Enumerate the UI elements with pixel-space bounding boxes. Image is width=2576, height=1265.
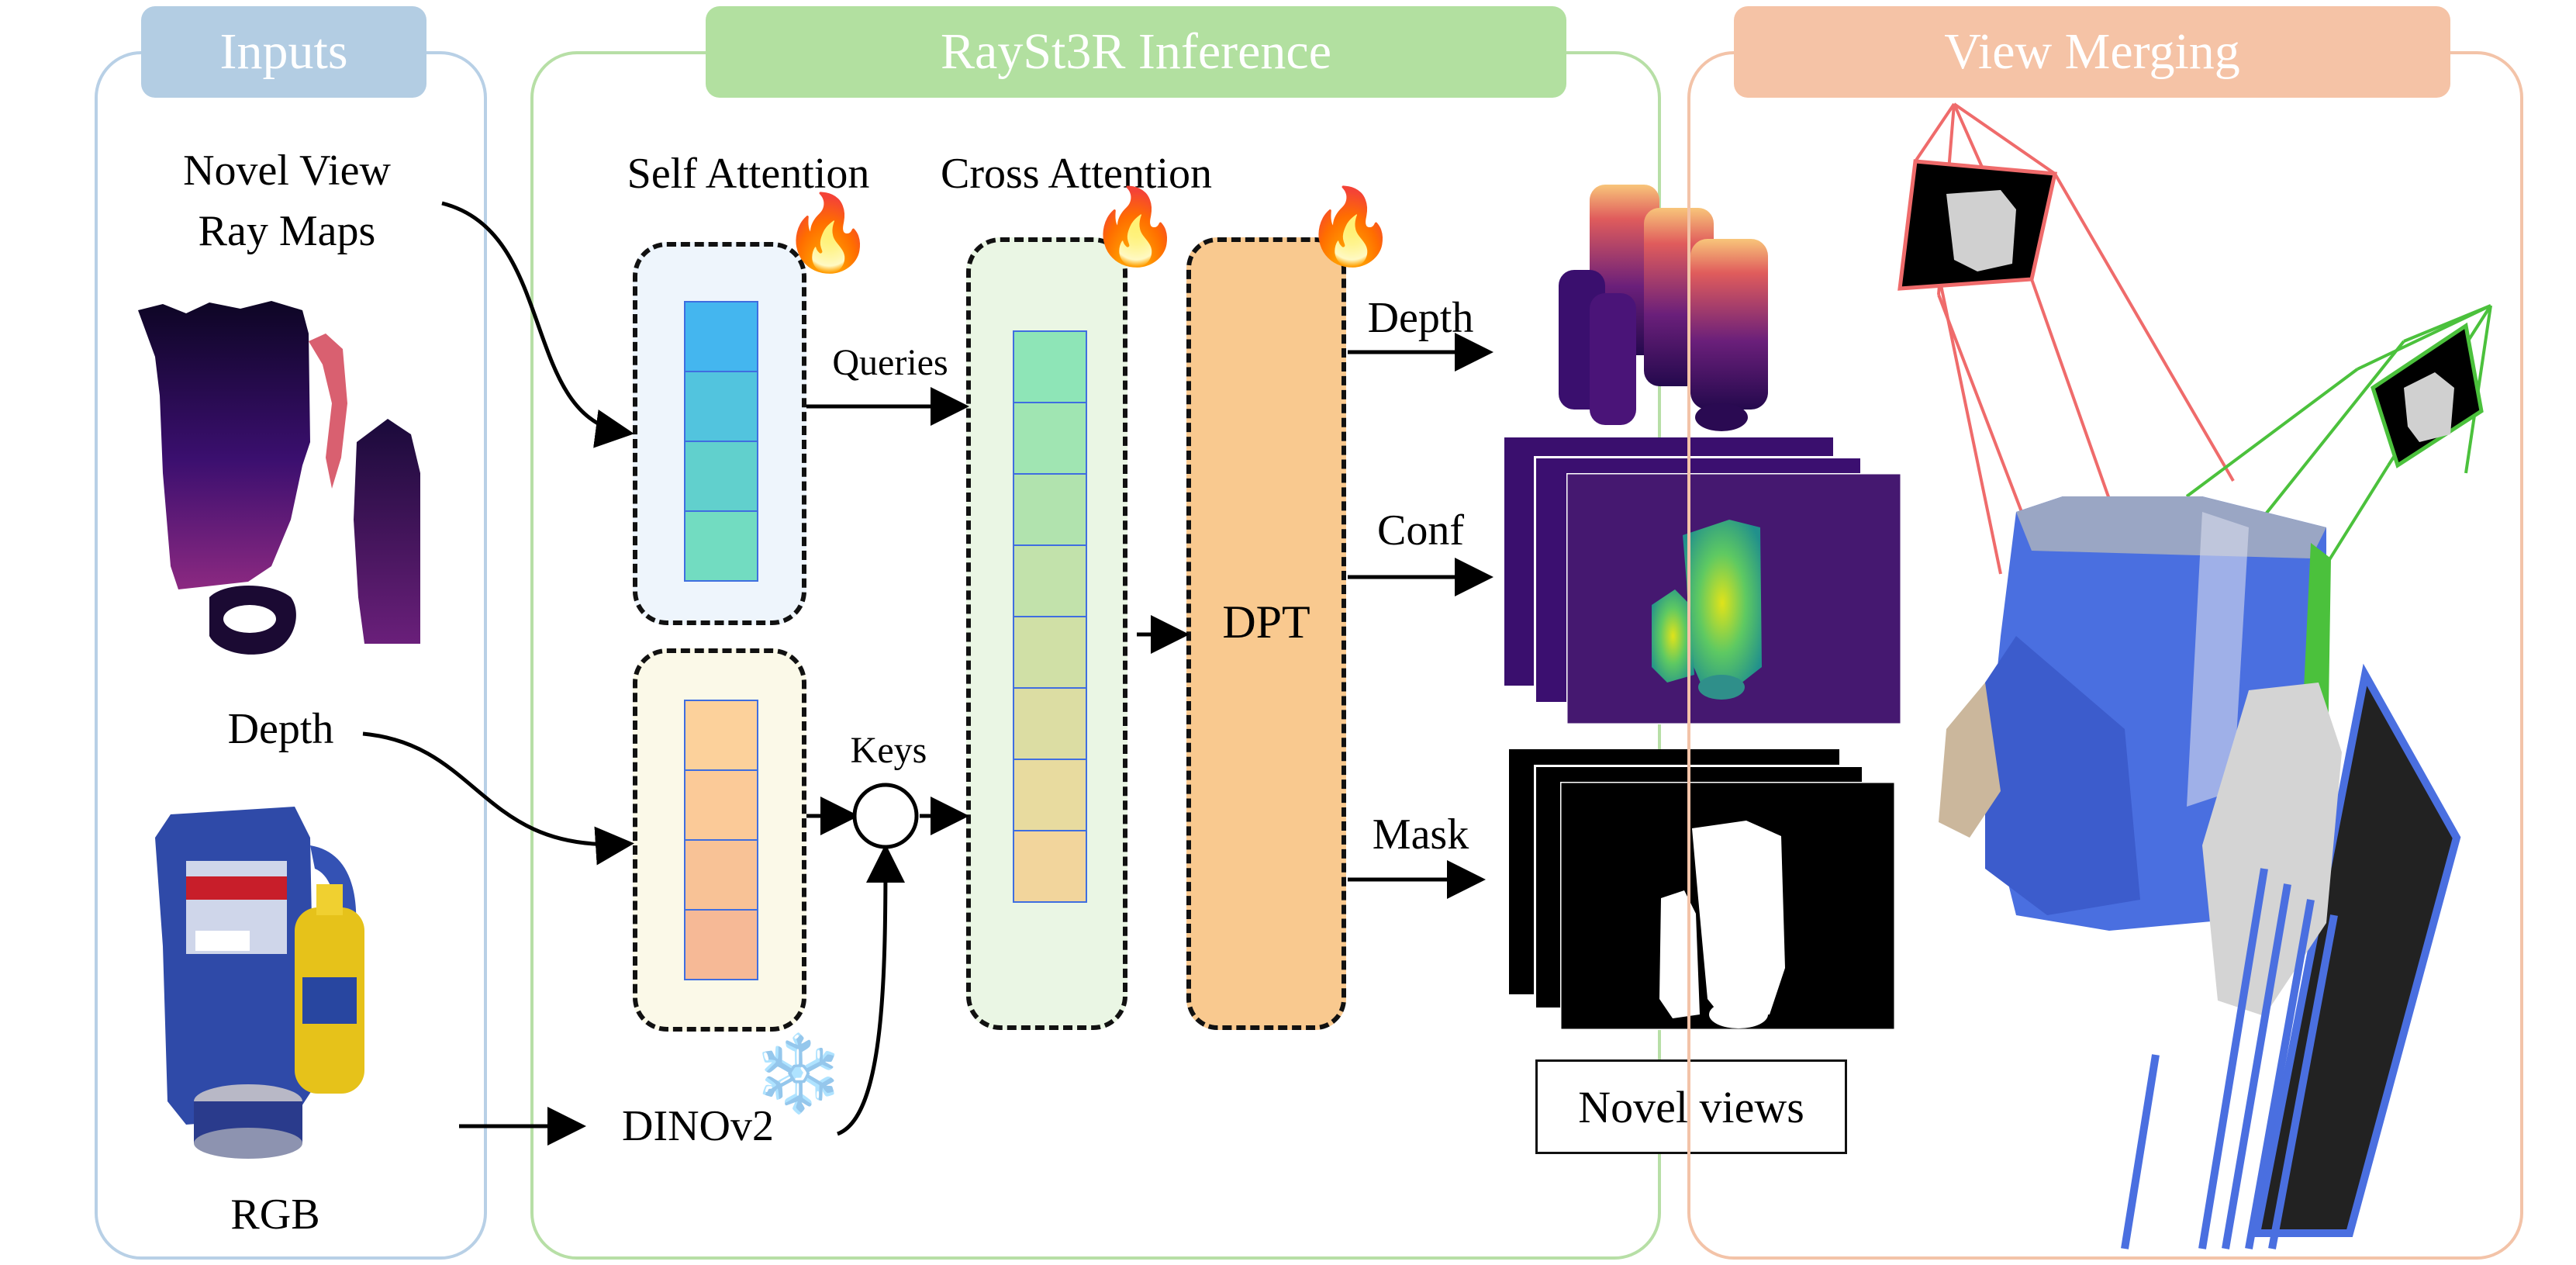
fire-icon: 🔥 [1089,183,1182,270]
novel-views-label: Novel views [1535,1059,1847,1154]
key-token [684,769,758,841]
dpt-block [1186,237,1346,1030]
self-attention-label: Self Attention [627,150,870,198]
blue-camera-view [2251,663,2461,1237]
blue-camera-frustum [2121,868,2338,1249]
depth-output-image [1559,185,1768,431]
dino-feature-block [633,648,806,1032]
dinov2-to-keys-arrow [837,844,905,1136]
fire-icon: 🔥 [782,189,875,276]
dinov2-label: DINOv2 [622,1102,774,1150]
inputs-panel-title: Inputs [141,6,426,98]
conf-card-front [1566,473,1901,724]
merged-point-cloud [1897,102,2492,1249]
conf-output-label: Conf [1377,506,1464,555]
key-token [684,909,758,980]
dpt-label: DPT [1222,596,1310,648]
ray-map-depth-image [138,301,420,655]
query-token [684,510,758,582]
cross-attention-label: Cross Attention [940,150,1213,198]
key-merge-node [852,783,919,849]
query-token [684,301,758,372]
fire-icon: 🔥 [1304,183,1397,270]
cross-token [1013,759,1087,831]
query-token [684,441,758,512]
cross-token [1013,544,1087,617]
queries-label: Queries [832,342,948,383]
cross-token [1013,473,1087,546]
cross-token [1013,830,1087,903]
depth-to-dino-arrow [362,731,634,866]
cross-token [1013,616,1087,689]
novel-view-label-line2: Ray Maps [198,207,376,255]
cross-token [1013,330,1087,403]
depth-output-label: Depth [1367,294,1474,342]
keys-label: Keys [850,730,927,771]
key-token [684,839,758,911]
mask-output-label: Mask [1372,810,1469,859]
self-attention-block [633,242,806,625]
key-token [684,700,758,771]
rgb-input-image [155,807,364,1159]
cross-attention-block [966,237,1127,1030]
snowflake-icon: ❄️ [752,1030,845,1117]
view-merging-panel-title: View Merging [1734,6,2450,98]
novel-view-label-line1: Novel View [183,147,391,195]
depth-input-label: Depth [227,705,334,753]
ray-map-to-self-attn-arrow [441,201,634,448]
rgb-input-label: RGB [230,1191,320,1239]
mask-card-front [1560,782,1895,1030]
inference-panel-title: RaySt3R Inference [706,6,1566,98]
